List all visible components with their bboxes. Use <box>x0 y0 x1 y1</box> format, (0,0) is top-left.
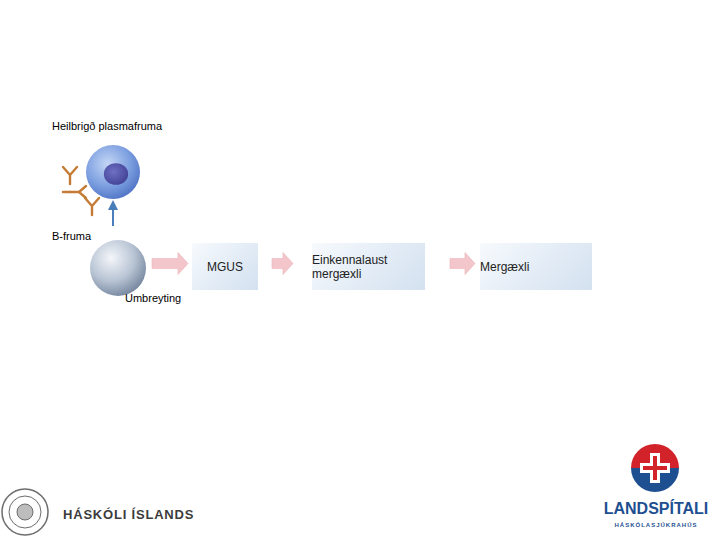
logo-text: LANDSPÍTALI <box>600 500 712 518</box>
cell-label: B-fruma <box>52 230 91 242</box>
hospital-logo <box>631 444 679 492</box>
cell-body <box>90 240 146 296</box>
stage-text: Einkennalaust mergæxli <box>312 253 404 281</box>
cell-nucleus <box>104 163 128 185</box>
cell-label: Heilbrigð plasmafruma <box>52 120 162 132</box>
process-note: Umbreyting <box>125 292 181 304</box>
stage-box: MGUS <box>192 243 258 290</box>
stage-box: Mergæxli <box>480 243 592 290</box>
progression-arrow <box>152 253 188 275</box>
logo-text: HÁSKÓLI ÍSLANDS <box>63 507 194 522</box>
plasma-cell-shape <box>86 145 140 199</box>
stage-text: Mergæxli <box>480 260 529 274</box>
stage-text: MGUS <box>207 260 243 274</box>
b-cell: B-fruma <box>90 240 146 296</box>
cell-body <box>86 145 140 199</box>
stage-box: Einkennalaust mergæxli <box>312 243 425 290</box>
b-cell-shape <box>90 240 146 296</box>
progression-arrow <box>450 253 475 275</box>
maturation-arrow <box>112 202 114 226</box>
progression-arrow <box>272 253 293 275</box>
plasma-cell: Heilbrigð plasmafruma <box>86 145 140 199</box>
logo-subtext: HÁSKÓLASJÚKRAHÚS <box>600 522 712 528</box>
university-seal <box>2 489 48 535</box>
